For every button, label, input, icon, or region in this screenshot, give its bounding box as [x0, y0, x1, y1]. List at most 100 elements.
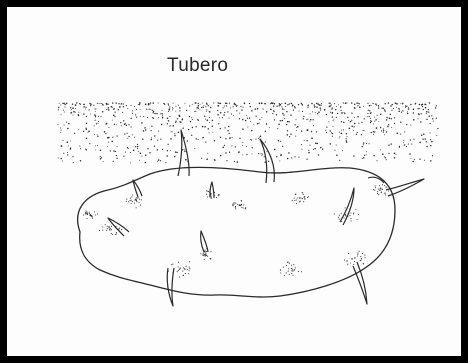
soil-dot [86, 123, 87, 124]
soil-dot [132, 110, 133, 111]
soil-dot [128, 124, 129, 125]
soil-dot [102, 111, 104, 113]
soil-dot [293, 109, 294, 110]
tuber-speckle [132, 194, 133, 195]
soil-dot [279, 161, 280, 162]
soil-dot [214, 160, 215, 161]
soil-dot [117, 146, 118, 147]
soil-dot [147, 117, 148, 118]
tuber-speckle [109, 227, 110, 228]
soil-dot [408, 144, 409, 145]
soil-dot [64, 111, 65, 112]
tuber-body [78, 167, 395, 297]
tuber-speckle [115, 234, 116, 235]
tuber-speckle [118, 229, 119, 230]
soil-dot [93, 105, 94, 106]
soil-dot [418, 113, 419, 114]
soil-dot [140, 109, 141, 110]
tuber-speckle [294, 270, 295, 271]
tuber-speckle [360, 256, 361, 257]
soil-dot [161, 124, 162, 125]
soil-dot [102, 104, 103, 105]
soil-dot [179, 107, 181, 109]
soil-dot [124, 133, 125, 134]
soil-dot [375, 119, 376, 120]
soil-dot [233, 106, 234, 107]
soil-dot [392, 104, 393, 105]
tuber-speckle [357, 252, 358, 253]
soil-dot [332, 107, 333, 108]
tuber-speckle [292, 271, 293, 272]
soil-dot [270, 103, 271, 104]
tuber-speckle [131, 200, 132, 201]
soil-dot [120, 122, 121, 123]
tuber-speckle [352, 258, 353, 259]
soil-dot [113, 161, 114, 162]
soil-dot [288, 121, 289, 122]
soil-dot [62, 160, 63, 161]
soil-dot [242, 145, 243, 146]
soil-dot [395, 154, 396, 155]
soil-dot [123, 106, 124, 107]
tuber-speckle [286, 272, 287, 273]
soil-dot [131, 117, 132, 118]
soil-dot [308, 152, 309, 153]
soil-dot [400, 103, 401, 104]
soil-dot [413, 119, 415, 121]
soil-dot [307, 129, 308, 130]
soil-dot [63, 110, 64, 111]
soil-dot [127, 108, 128, 109]
soil-dot [394, 153, 396, 155]
tuber-speckle [92, 216, 93, 217]
soil-dot [406, 146, 407, 147]
soil-dot [314, 104, 315, 105]
soil-dot [73, 162, 74, 163]
soil-dot [346, 138, 347, 139]
soil-dot [108, 109, 110, 111]
tuber-speckle [292, 269, 293, 270]
soil-dot [224, 145, 225, 146]
soil-dot [167, 150, 168, 151]
soil-dot [58, 158, 59, 159]
soil-dot [380, 114, 381, 115]
soil-dot [100, 156, 101, 157]
soil-dot [407, 111, 408, 112]
soil-dot [189, 116, 190, 117]
tuber-speckle [355, 209, 356, 210]
soil-dot [280, 154, 281, 155]
tuber-speckle [344, 217, 345, 218]
soil-dot [345, 102, 347, 104]
soil-dot [73, 115, 74, 116]
tuber-speckle [204, 255, 205, 256]
tuber-speckle [362, 253, 363, 254]
tuber-speckle [241, 207, 242, 208]
soil-dot [282, 113, 284, 115]
tuber-speckle [384, 193, 385, 194]
soil-dot [225, 102, 227, 104]
soil-dot [397, 133, 399, 135]
soil-dot [325, 130, 326, 131]
soil-dot [294, 106, 295, 107]
soil-dot [369, 143, 370, 144]
soil-dot [370, 118, 371, 119]
soil-dot [250, 121, 251, 122]
tuber-speckle [136, 197, 137, 198]
soil-dot [202, 126, 204, 128]
soil-dot [316, 131, 317, 132]
tuber-speckle [300, 197, 301, 198]
soil-dot [281, 103, 282, 104]
soil-dot [247, 127, 248, 128]
tuber-speckle [90, 214, 91, 215]
soil-dot [346, 102, 347, 103]
soil-dot [296, 127, 297, 128]
soil-dot [287, 121, 289, 123]
tuber-speckle [243, 207, 244, 208]
soil-dot [249, 117, 250, 118]
soil-dot [119, 106, 120, 107]
soil-dot [436, 105, 437, 106]
soil-dot [195, 102, 197, 104]
soil-dot [114, 124, 115, 125]
tuber-speckle [119, 228, 120, 229]
soil-dot [390, 105, 391, 106]
soil-dot [262, 108, 263, 109]
